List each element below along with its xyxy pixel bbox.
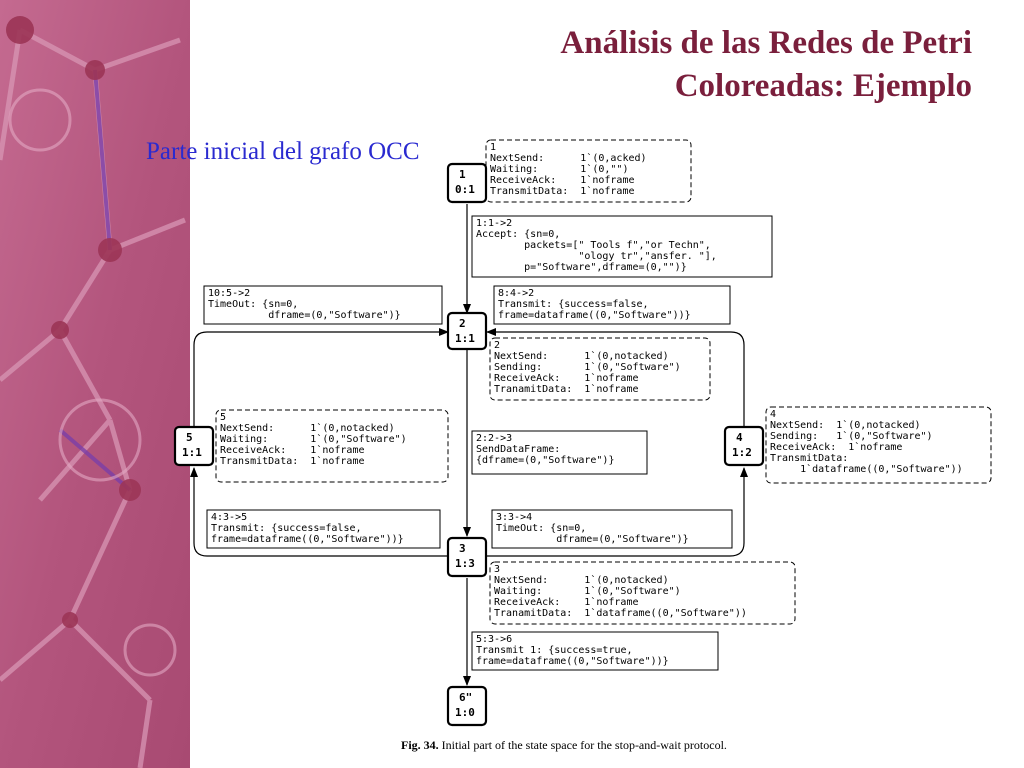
slide-title: Análisis de las Redes de Petri Coloreada… bbox=[412, 22, 972, 108]
inscription-line: dframe=(0,"Software")} bbox=[208, 310, 401, 321]
inscription-line: TimeOut: {sn=0, bbox=[496, 523, 586, 534]
inscription-line: frame=dataframe((0,"Software"))} bbox=[476, 656, 669, 667]
inscription-line: 10:5->2 bbox=[208, 288, 250, 299]
inscription-line: 4:3->5 bbox=[211, 512, 247, 523]
inscription-line: TranamitData: 1`dataframe((0,"Software")… bbox=[494, 607, 747, 619]
node-2: 21:1 bbox=[446, 311, 488, 351]
edges bbox=[190, 204, 748, 686]
inscription-line: 8:4->2 bbox=[498, 288, 534, 299]
inscription-line: Transmit: {success=false, bbox=[211, 523, 362, 534]
inscription-line: 2 bbox=[494, 340, 500, 351]
slide-title-line2: Coloreadas: Ejemplo bbox=[674, 68, 972, 104]
inscription-line: Waiting: 1`(0,"Software") bbox=[220, 433, 407, 445]
inscription-line: 2:2->3 bbox=[476, 433, 512, 444]
inscription-line: 4 bbox=[770, 409, 776, 420]
node-4: 41:2 bbox=[723, 425, 765, 467]
node-6: 6"1:0 bbox=[446, 685, 488, 727]
inscription-line: 5 bbox=[220, 412, 226, 423]
node-1-id: 1 bbox=[459, 168, 466, 181]
inscription-line: ReceiveAck: 1`noframe bbox=[770, 441, 902, 453]
node-4-count: 1:2 bbox=[732, 446, 752, 459]
inscription-line: NextSend: 1`(0,notacked) bbox=[494, 350, 669, 362]
inscription-line: Transmit: {success=false, bbox=[498, 299, 649, 310]
figure-caption: Fig. 34. Initial part of the state space… bbox=[401, 738, 727, 752]
inscription-line: TransmitData: bbox=[770, 453, 848, 464]
node-5-id: 5 bbox=[186, 431, 193, 444]
edge-5-2 bbox=[193, 328, 449, 427]
inscription-line: Accept: {sn=0, bbox=[476, 229, 560, 240]
inscription-line: Sending: 1`(0,"Software") bbox=[770, 430, 933, 442]
node-3-count: 1:3 bbox=[455, 557, 475, 570]
edge-3-5 bbox=[190, 467, 448, 557]
inscription-line: 1`dataframe((0,"Software")) bbox=[770, 463, 963, 475]
node-2-count: 1:1 bbox=[455, 332, 475, 345]
inscription-line: p="Software",dframe=(0,"")} bbox=[476, 262, 687, 273]
inscription-line: TransmitData: 1`noframe bbox=[490, 185, 635, 197]
inscription-line: TimeOut: {sn=0, bbox=[208, 299, 298, 310]
node-5-count: 1:1 bbox=[182, 446, 202, 459]
node-3-id: 3 bbox=[459, 542, 466, 555]
node-1: 10:1 bbox=[446, 162, 488, 204]
node-6-id: 6" bbox=[459, 691, 472, 704]
node-6-count: 1:0 bbox=[455, 706, 475, 719]
inscription-line: NextSend: 1`(0,notacked) bbox=[770, 419, 921, 431]
inscription-line: frame=dataframe((0,"Software"))} bbox=[211, 534, 404, 545]
node-5: 51:1 bbox=[173, 425, 215, 467]
inscription-line: packets=[" Tools f","or Techn", bbox=[476, 240, 711, 251]
inscription-line: TransmitData: 1`noframe bbox=[220, 455, 365, 467]
inscription-line: ReceiveAck: 1`noframe bbox=[494, 372, 639, 384]
inscription-line: SendDataFrame: bbox=[476, 444, 560, 455]
inscription-line: {dframe=(0,"Software")} bbox=[476, 455, 614, 466]
edge-4-2 bbox=[486, 328, 745, 427]
inscription-line: ReceiveAck: 1`noframe bbox=[220, 444, 365, 456]
inscription-line: ReceiveAck: 1`noframe bbox=[490, 174, 635, 186]
inscription-line: ReceiveAck: 1`noframe bbox=[494, 596, 639, 608]
node-2-id: 2 bbox=[459, 317, 466, 330]
edge-3-4 bbox=[486, 467, 748, 557]
inscription-line: 3:3->4 bbox=[496, 512, 532, 523]
inscription-line: 3 bbox=[494, 564, 500, 575]
inscription-line: dframe=(0,"Software")} bbox=[496, 534, 689, 545]
inscription-line: NextSend: 1`(0,notacked) bbox=[494, 574, 669, 586]
inscription-line: Transmit 1: {success=true, bbox=[476, 645, 633, 656]
inscription-line: 5:3->6 bbox=[476, 634, 512, 645]
inscription-line: 1:1->2 bbox=[476, 218, 512, 229]
caption-text: Initial part of the state space for the … bbox=[439, 738, 727, 752]
inscription-line: NextSend: 1`(0,acked) bbox=[490, 152, 647, 164]
inscription-line: TranamitData: 1`noframe bbox=[494, 383, 639, 395]
arc-box-a23: 2:2->3SendDataFrame:{dframe=(0,"Software… bbox=[471, 430, 648, 475]
state-nodes: 10:121:131:341:251:16"1:0 bbox=[173, 162, 765, 727]
caption-label: Fig. 34. bbox=[401, 738, 439, 752]
node-4-id: 4 bbox=[736, 431, 743, 444]
molecule-graphic bbox=[0, 0, 190, 768]
slide-subtitle: Parte inicial del grafo OCC bbox=[146, 138, 420, 165]
inscription-line: "ology tr","ansfer. "], bbox=[476, 251, 717, 262]
node-1-count: 0:1 bbox=[455, 183, 475, 196]
inscription-line: Waiting: 1`(0,"Software") bbox=[494, 585, 681, 597]
node-3: 31:3 bbox=[446, 536, 488, 578]
inscription-line: Sending: 1`(0,"Software") bbox=[494, 361, 681, 373]
inscription-line: frame=dataframe((0,"Software"))} bbox=[498, 310, 691, 321]
inscription-line: NextSend: 1`(0,notacked) bbox=[220, 422, 395, 434]
inscription-line: 1 bbox=[490, 142, 496, 153]
slide-title-line1: Análisis de las Redes de Petri bbox=[560, 25, 972, 61]
inscription-line: Waiting: 1`(0,"") bbox=[490, 163, 628, 175]
decorative-sidebar bbox=[0, 0, 190, 768]
